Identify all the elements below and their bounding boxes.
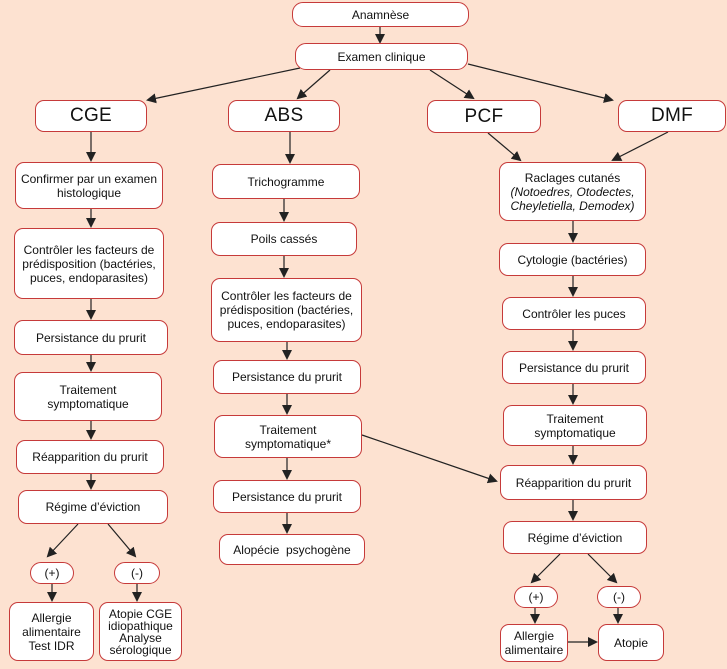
arrow-cge-7 xyxy=(46,523,79,558)
arrow-pcf-raclages xyxy=(487,132,522,162)
node-dmf-puces: Contrôler les puces xyxy=(502,297,646,330)
line: Allergie xyxy=(31,610,72,625)
node-cge-controler: Contrôler les facteurs de prédisposition… xyxy=(14,228,164,299)
node-dmf-negative: (-) xyxy=(597,586,641,608)
node-cge-positive: (+) xyxy=(30,562,74,584)
line: Atopie CGE xyxy=(108,606,173,621)
node-anamnese: Anamnèse xyxy=(292,2,469,27)
arrow-examen-pcf xyxy=(429,69,475,100)
node-abs-persistance-2: Persistance du prurit xyxy=(213,480,361,513)
line: histologique xyxy=(56,185,122,200)
line: Traitement xyxy=(59,382,117,397)
node-abs-alopecie: Alopécie psychogène xyxy=(219,534,365,565)
line: alimentaire xyxy=(22,624,81,639)
node-dmf-traitement: Traitement symptomatique xyxy=(503,405,647,446)
node-abs-traitement: Traitement symptomatique* xyxy=(214,415,362,458)
line: symptomatique xyxy=(47,396,129,411)
node-cge-allergie: Allergie alimentaire Test IDR xyxy=(9,602,94,661)
node-dmf-persistance: Persistance du prurit xyxy=(502,351,646,384)
node-abs-poils: Poils cassés xyxy=(211,222,357,256)
line: Raclages cutanés xyxy=(524,170,621,185)
line: Contrôler les facteurs de xyxy=(23,242,155,257)
node-cge: CGE xyxy=(35,100,147,132)
node-dmf-allergie: Allergie alimentaire xyxy=(500,624,568,662)
line: Traitement xyxy=(546,411,604,426)
node-cge-regime: Régime d’éviction xyxy=(18,490,168,524)
arrow-abs-to-dmf xyxy=(361,434,498,484)
line: puces, endoparasites) xyxy=(227,317,346,331)
line: prédisposition (bactéries, xyxy=(219,303,354,317)
node-cge-negative: (-) xyxy=(114,562,160,584)
line: symptomatique xyxy=(534,425,616,440)
node-dmf: DMF xyxy=(618,100,726,132)
node-abs-trichogramme: Trichogramme xyxy=(212,164,360,199)
line: puces, endoparasites) xyxy=(29,270,149,285)
line: alimentaire xyxy=(504,643,564,657)
arrow-dmf-8 xyxy=(587,553,618,584)
node-dmf-positive: (+) xyxy=(514,586,558,608)
line: Cheyletiella, Demodex) xyxy=(510,198,635,213)
arrow-dmf-raclages xyxy=(611,131,669,161)
node-cge-persistance: Persistance du prurit xyxy=(14,320,168,355)
line: (Notoedres, Otodectes, xyxy=(510,184,635,199)
arrow-cge-8 xyxy=(107,523,137,558)
node-cge-atopie: Atopie CGE idiopathique Analyse sérologi… xyxy=(99,602,182,661)
line: symptomatique* xyxy=(244,436,332,451)
line: Traitement xyxy=(259,422,317,437)
arrow-examen-abs xyxy=(296,69,331,100)
line: sérologique xyxy=(109,642,172,657)
node-cge-confirmer: Confirmer par un examen histologique xyxy=(15,162,163,209)
arrow-examen-cge xyxy=(146,67,301,104)
node-dmf-reapparition: Réapparition du prurit xyxy=(500,465,647,500)
line: Analyse xyxy=(119,630,162,645)
node-dmf-regime: Régime d’éviction xyxy=(503,521,647,554)
line: Contrôler les facteurs de xyxy=(221,289,352,303)
node-dmf-atopie: Atopie xyxy=(598,624,664,661)
node-dmf-cytologie: Cytologie (bactéries) xyxy=(499,243,646,276)
node-abs: ABS xyxy=(228,100,340,132)
line: idiopathique xyxy=(108,618,173,633)
node-cge-reapparition: Réapparition du prurit xyxy=(16,440,164,474)
node-abs-persistance: Persistance du prurit xyxy=(213,360,361,394)
node-pcf: PCF xyxy=(427,100,541,133)
arrow-dmf-7 xyxy=(530,553,561,584)
line: Confirmer par un examen xyxy=(20,171,158,186)
line: Allergie xyxy=(513,629,555,643)
node-cge-traitement: Traitement symptomatique xyxy=(14,372,162,421)
arrow-examen-dmf xyxy=(467,63,614,103)
node-abs-controler: Contrôler les facteurs de prédisposition… xyxy=(211,278,362,342)
line: prédisposition (bactéries, xyxy=(22,256,156,271)
node-examen-clinique: Examen clinique xyxy=(295,43,468,70)
node-dmf-raclages: Raclages cutanés (Notoedres, Otodectes, … xyxy=(499,162,646,221)
line: Test IDR xyxy=(28,638,75,653)
